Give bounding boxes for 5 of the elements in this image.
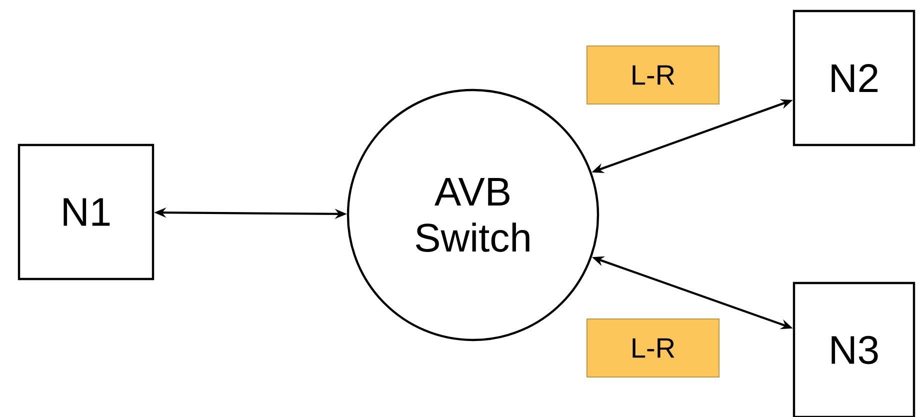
- node-box: N2: [792, 10, 916, 146]
- label-tag: L-R: [586, 46, 720, 104]
- node-box: N3: [792, 282, 916, 417]
- label-tag: L-R: [586, 318, 720, 378]
- node-box: N1: [18, 144, 154, 280]
